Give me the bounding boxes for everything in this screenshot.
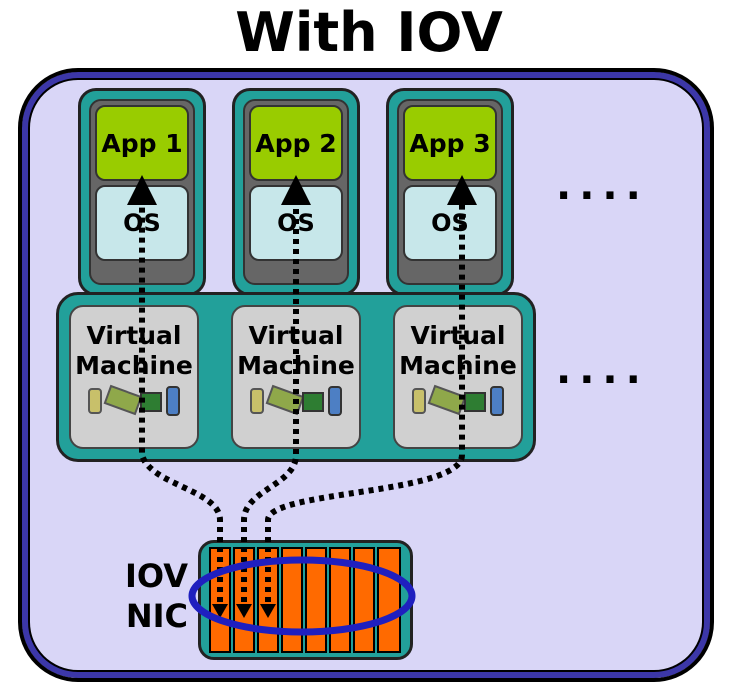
vm-label-line2: Machine (237, 351, 355, 380)
app-block: App 2 (249, 105, 343, 181)
more-vms-ellipsis: .... (556, 347, 649, 393)
nic-lane (305, 547, 327, 653)
vm-label-line1: Virtual (86, 321, 182, 350)
app-block: App 3 (403, 105, 497, 181)
arrow-down-icon (260, 604, 276, 618)
vm-label-line1: Virtual (410, 321, 506, 350)
vm-label-line1: Virtual (248, 321, 344, 350)
iov-nic-label: IOV NIC (96, 556, 188, 636)
arrow-down-icon (236, 604, 252, 618)
nic-label-line2: NIC (125, 597, 188, 635)
data-path-app1 (127, 175, 223, 612)
data-path-app3 (265, 175, 477, 612)
vm-label-line2: Machine (399, 351, 517, 380)
hardware-devices-icon (88, 384, 180, 416)
arrow-down-icon (212, 604, 228, 618)
vm-label-line2: Machine (75, 351, 193, 380)
app-block: App 1 (95, 105, 189, 181)
nic-label-line1: IOV (124, 557, 188, 595)
diagram-title: With IOV (235, 1, 503, 64)
nic-lane (281, 547, 303, 653)
nic-lane (377, 547, 401, 653)
hardware-devices-icon (250, 384, 342, 416)
hardware-devices-icon (412, 384, 504, 416)
highlight-ellipse (188, 556, 416, 636)
more-guests-ellipsis: .... (556, 163, 649, 209)
